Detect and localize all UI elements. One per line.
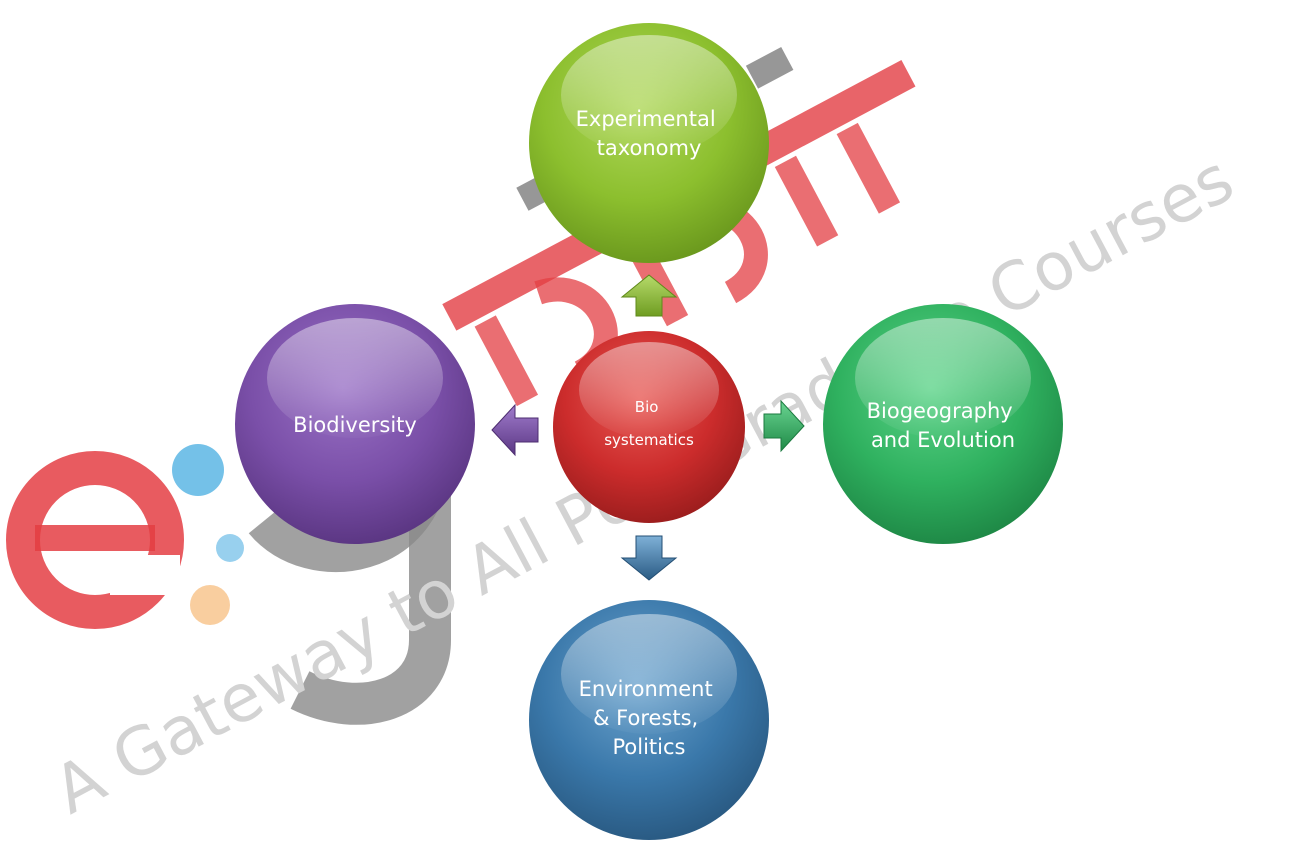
node-top: Experimental taxonomy: [529, 23, 769, 263]
node-right-label: Biogeography and Evolution: [867, 399, 1020, 452]
node-left-label: Biodiversity: [293, 413, 417, 437]
node-bottom: Environment & Forests, Politics: [529, 600, 769, 840]
node-bottom-label: Environment & Forests, Politics: [579, 677, 720, 759]
node-left: Biodiversity: [235, 304, 475, 544]
node-top-label: Experimental taxonomy: [576, 107, 723, 160]
arrow-left-icon: [491, 403, 539, 457]
arrow-top-icon: [620, 274, 678, 317]
node-center: Bio systematics: [553, 331, 745, 523]
node-right: Biogeography and Evolution: [823, 304, 1063, 544]
arrow-right-icon: [763, 399, 805, 453]
arrow-bottom-icon: [620, 535, 678, 581]
node-center-label: Bio systematics: [604, 398, 694, 449]
